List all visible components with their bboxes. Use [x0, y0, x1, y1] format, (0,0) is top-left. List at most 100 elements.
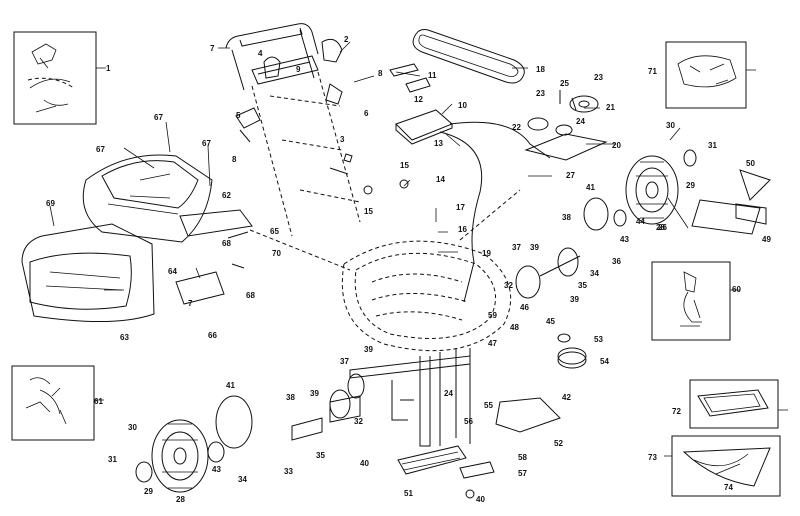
label-37: 37 [512, 243, 521, 252]
label-69: 69 [46, 199, 55, 208]
label-46: 46 [520, 303, 529, 312]
label-37b: 37 [340, 357, 349, 366]
leader-lines [49, 41, 788, 457]
label-15: 15 [400, 161, 409, 170]
inset-box-73 [671, 435, 781, 497]
label-66: 66 [208, 331, 217, 340]
label-65: 65 [270, 227, 279, 236]
label-9: 9 [296, 65, 301, 74]
label-32: 32 [504, 281, 513, 290]
label-55: 55 [484, 401, 493, 410]
label-67: 67 [154, 113, 163, 122]
label-7-bag: 7 [188, 299, 193, 308]
label-19: 19 [482, 249, 491, 258]
label-47: 47 [488, 339, 497, 348]
label-27: 27 [566, 171, 575, 180]
label-48: 48 [510, 323, 519, 332]
label-20: 20 [612, 141, 621, 150]
label-51: 51 [404, 489, 413, 498]
label-39c: 39 [310, 389, 319, 398]
label-56: 56 [464, 417, 473, 426]
label-40: 40 [360, 459, 369, 468]
label-39b: 39 [570, 295, 579, 304]
label-43: 43 [620, 235, 629, 244]
label-60: 60 [732, 285, 741, 294]
label-67b: 67 [96, 145, 105, 154]
label-3: 3 [340, 135, 345, 144]
label-38b: 38 [286, 393, 295, 402]
label-57: 57 [518, 469, 527, 478]
label-43b: 43 [212, 465, 221, 474]
label-68b: 68 [246, 291, 255, 300]
label-31: 31 [708, 141, 717, 150]
part-labels: 1 2 3 4 5 6 7 7 8 8 9 10 11 12 13 14 15 … [46, 35, 771, 504]
label-10: 10 [458, 101, 467, 110]
label-17: 17 [456, 203, 465, 212]
control-box [389, 63, 551, 303]
label-54: 54 [600, 357, 609, 366]
label-74: 74 [724, 483, 733, 492]
label-8-lower: 8 [232, 155, 237, 164]
label-59: 59 [488, 311, 497, 320]
label-42: 42 [562, 393, 571, 402]
label-34: 34 [590, 269, 599, 278]
label-39d: 39 [364, 345, 373, 354]
label-21: 21 [606, 103, 615, 112]
label-39: 39 [530, 243, 539, 252]
label-63: 63 [120, 333, 129, 342]
label-6: 6 [364, 109, 369, 118]
label-35: 35 [578, 281, 587, 290]
label-22: 22 [512, 123, 521, 132]
label-32b: 32 [354, 417, 363, 426]
pulley-assembly [524, 90, 608, 161]
label-7: 7 [210, 44, 215, 53]
label-29b: 29 [144, 487, 153, 496]
label-38: 38 [562, 213, 571, 222]
label-71: 71 [648, 67, 657, 76]
label-4: 4 [258, 49, 263, 58]
mower-deck [249, 189, 521, 352]
label-36: 36 [612, 257, 621, 266]
label-8: 8 [378, 69, 383, 78]
belt [412, 29, 525, 84]
component-50 [691, 169, 771, 235]
label-16: 16 [458, 225, 467, 234]
label-24: 24 [576, 117, 585, 126]
label-52: 52 [554, 439, 563, 448]
label-23: 23 [594, 73, 603, 82]
label-30: 30 [666, 121, 675, 130]
label-41b: 41 [226, 381, 235, 390]
axle-frame [291, 348, 471, 447]
label-26: 26 [658, 223, 667, 232]
label-29: 29 [686, 181, 695, 190]
label-70: 70 [272, 249, 281, 258]
label-28: 28 [176, 495, 185, 504]
label-50: 50 [746, 159, 755, 168]
label-24b: 24 [444, 389, 453, 398]
label-45: 45 [546, 317, 555, 326]
inset-box-61 [11, 365, 95, 441]
label-41: 41 [586, 183, 595, 192]
label-67c: 67 [202, 139, 211, 148]
grass-bag [21, 154, 253, 322]
label-30b: 30 [128, 423, 137, 432]
label-62: 62 [222, 191, 231, 200]
label-1: 1 [106, 64, 111, 73]
wheel-right-mid [515, 247, 581, 299]
label-58: 58 [518, 453, 527, 462]
label-64: 64 [168, 267, 177, 276]
label-35b: 35 [316, 451, 325, 460]
label-25: 25 [560, 79, 569, 88]
label-61: 61 [94, 397, 103, 406]
label-23b: 23 [536, 89, 545, 98]
label-31b: 31 [108, 455, 117, 464]
label-68: 68 [222, 239, 231, 248]
label-44: 44 [636, 217, 645, 226]
wheel-upper-right [583, 149, 697, 231]
label-53: 53 [594, 335, 603, 344]
label-15b: 15 [364, 207, 373, 216]
label-49: 49 [762, 235, 771, 244]
label-34b: 34 [238, 475, 247, 484]
label-13: 13 [434, 139, 443, 148]
